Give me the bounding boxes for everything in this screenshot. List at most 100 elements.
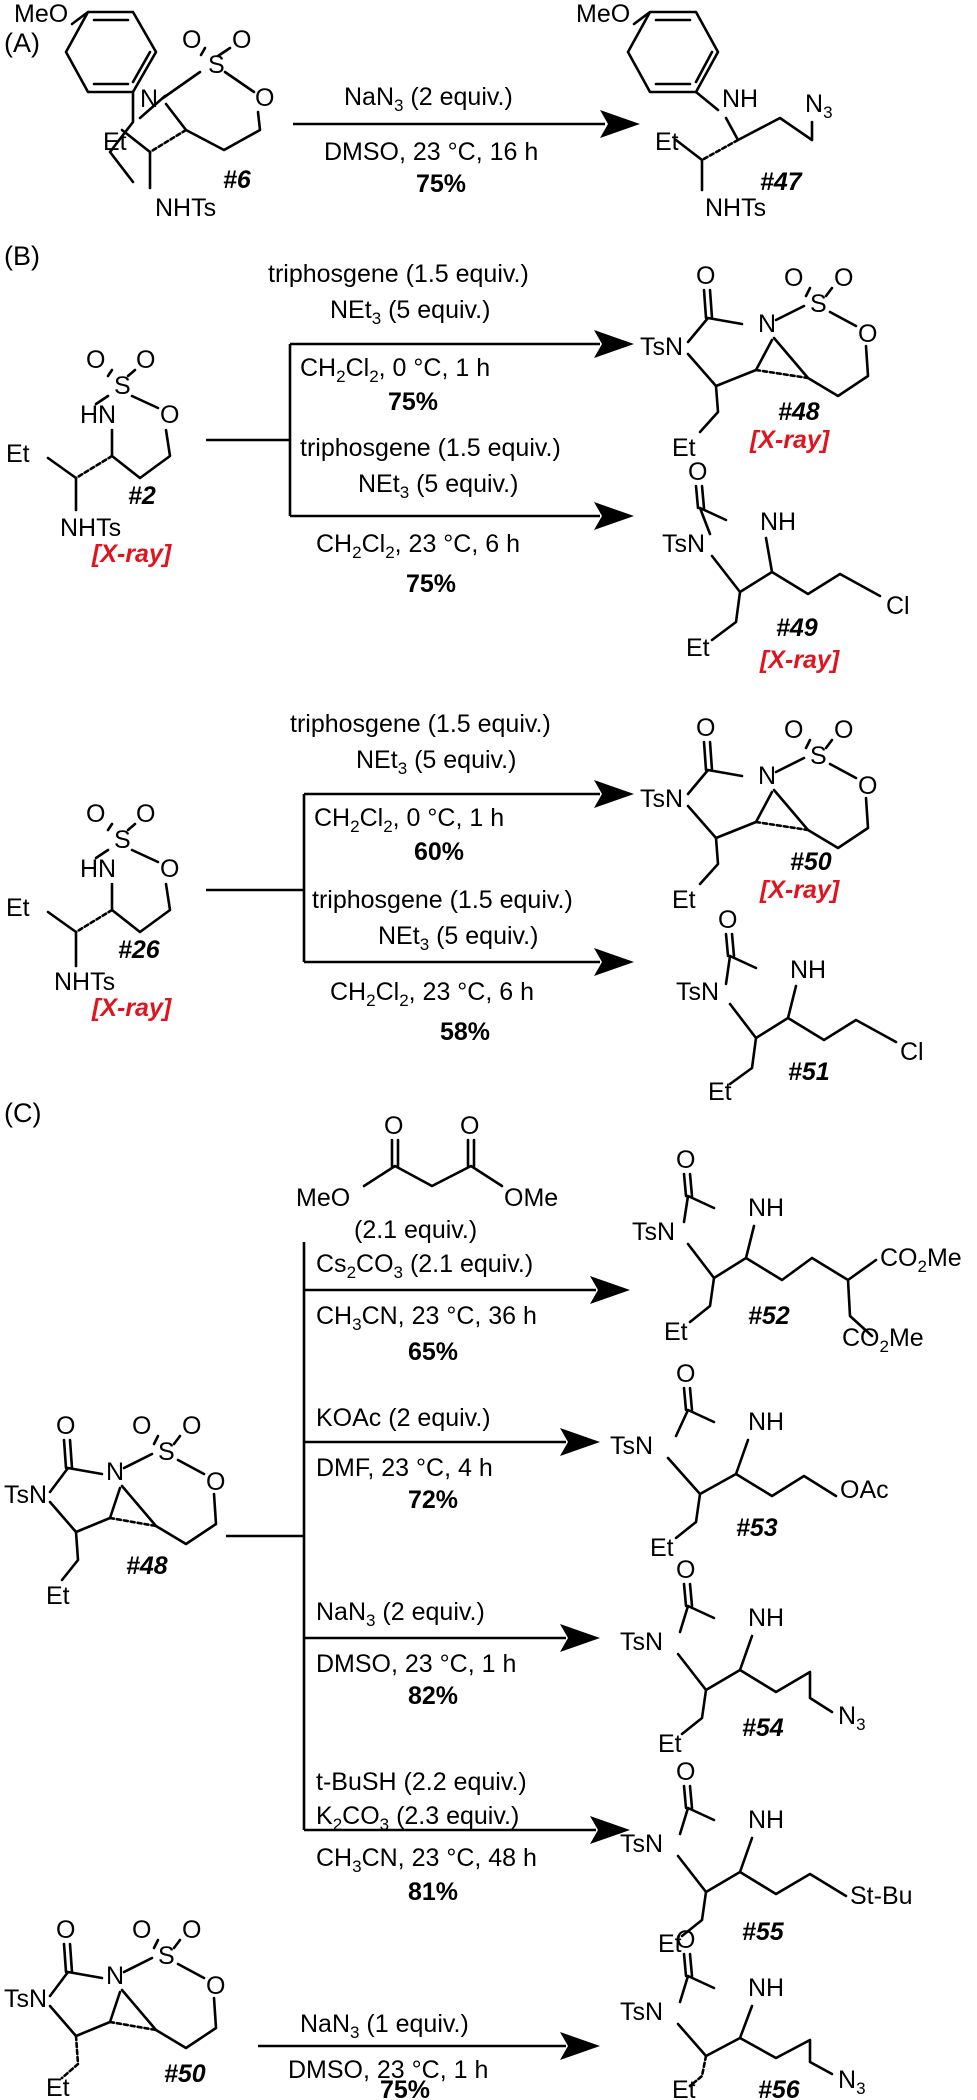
compound-id: #50 [164,2060,206,2088]
atom-s: S [208,51,225,79]
condition-line: NaN3 (2 equiv.) [316,1598,485,1630]
arrow-head [594,948,634,976]
atom-o: O [132,1916,151,1944]
atom-ome: OMe [504,1184,558,1212]
atom-n: N [140,85,158,113]
condition-line: DMSO, 23 °C, 16 h [324,138,538,166]
xray-label: [X-ray] [759,646,841,674]
atom-tsn: TsN [640,333,683,361]
atom-et: Et [686,634,710,662]
compound-id: #53 [736,1514,778,1542]
atom-tsn: TsN [662,530,705,558]
condition-line: triphosgene (1.5 equiv.) [290,710,551,738]
compound-53: O NH TsN Et OAc #53 [610,1360,889,1562]
yield: 75% [406,570,456,598]
atom-n: N [758,762,776,790]
reaction-d: NaN3 (1 equiv.) DMSO, 23 °C, 1 h 75% [258,2010,600,2100]
compound-id: #52 [748,1302,790,1330]
atom-o: O [56,1412,75,1440]
atom-o: O [182,1412,201,1440]
compound-50-start: O O O S N O TsN Et #50 [4,1916,225,2100]
compound-id: #48 [126,1552,168,1580]
atom-hn: HN [80,855,116,883]
branch-b1: triphosgene (1.5 equiv.) NEt3 (5 equiv.)… [206,260,634,598]
atom-nh: NH [748,1408,784,1436]
atom-tsn: TsN [620,1628,663,1656]
xray-label: [X-ray] [91,994,173,1022]
atom-o: O [182,26,201,54]
atom-o: O [160,855,179,883]
atom-o: O [834,264,853,292]
condition-line: KOAc (2 equiv.) [316,1404,491,1432]
atom-n: N [758,310,776,338]
atom-o: O [676,1360,695,1388]
yield: 60% [414,838,464,866]
compound-id: #55 [742,1918,785,1946]
condition-line: K2CO3 (2.3 equiv.) [316,1802,519,1834]
compound-id: #49 [776,614,818,642]
condition-line: NaN3 (1 equiv.) [300,2010,469,2042]
condition-line: CH2Cl2, 23 °C, 6 h [330,978,534,1010]
atom-o: O [460,1112,479,1140]
atom-s: S [810,290,827,318]
condition-line: DMSO, 23 °C, 1 h [288,2056,488,2084]
compound-6: MeO N S O O O Et NHTs #6 [14,0,274,222]
atom-tsn: TsN [4,1481,47,1509]
atom-s: S [114,826,131,854]
atom-s: S [810,742,827,770]
branch-c [226,1242,306,1830]
compound-id: #26 [118,936,161,964]
atom-s: S [158,1438,175,1466]
condition-line: NEt3 (5 equiv.) [356,746,516,778]
atom-et: Et [655,128,679,156]
atom-nh: NH [748,1806,784,1834]
atom-et: Et [672,434,696,462]
atom-o: O [834,716,853,744]
atom-et: Et [672,886,696,914]
atom-n3: N3 [838,1702,866,1734]
condition-line: triphosgene (1.5 equiv.) [312,886,573,914]
atom-tsn: TsN [620,1830,663,1858]
reaction-a: NaN3 (2 equiv.) DMSO, 23 °C, 16 h 75% [293,83,640,198]
arrow-head [594,502,634,530]
compound-48-start: O O O S N O TsN Et #48 [4,1412,225,1610]
atom-o: O [206,1468,225,1496]
atom-et: Et [6,894,30,922]
atom-o: O [676,1556,695,1584]
atom-o: O [676,1926,695,1954]
atom-nhts: NHTs [54,968,115,996]
compound-50: O O O S N O TsN Et #50 [X-ray] [640,714,877,914]
atom-et: Et [658,1730,682,1758]
branch-b2: triphosgene (1.5 equiv.) NEt3 (5 equiv.)… [206,710,634,1046]
atom-n: N [106,1458,124,1486]
xray-label: [X-ray] [759,876,841,904]
arrow-head [560,2032,600,2060]
compound-49: O NH TsN Et Cl #49 [X-ray] [662,458,910,674]
atom-o: O [696,262,715,290]
arrow-head [590,1276,630,1304]
atom-o: O [182,1916,201,1944]
atom-tsn: TsN [620,1998,663,2026]
atom-o: O [696,714,715,742]
atom-o: O [858,772,877,800]
panel-label-a: (A) [4,28,40,58]
atom-et: Et [6,440,30,468]
compound-id: #6 [223,166,252,194]
atom-nh: NH [760,508,796,536]
atom-o: O [136,346,155,374]
condition-line: CH2Cl2, 23 °C, 6 h [316,530,520,562]
arrow-head [600,110,640,138]
atom-et: Et [664,1318,688,1346]
arrow-head [560,1428,600,1456]
condition-line: CH3CN, 23 °C, 48 h [316,1844,537,1876]
atom-o: O [132,1412,151,1440]
condition-line: CH3CN, 23 °C, 36 h [316,1302,537,1334]
compound-26: O O S HN O Et NHTs #26 [X-ray] [6,800,179,1022]
atom-meo: MeO [296,1184,350,1212]
atom-stbu: St-Bu [850,1882,913,1910]
condition-line: CH2Cl2, 0 °C, 1 h [314,804,504,836]
atom-n: N [106,1962,124,1990]
compound-id: #50 [790,848,832,876]
atom-s: S [114,372,131,400]
